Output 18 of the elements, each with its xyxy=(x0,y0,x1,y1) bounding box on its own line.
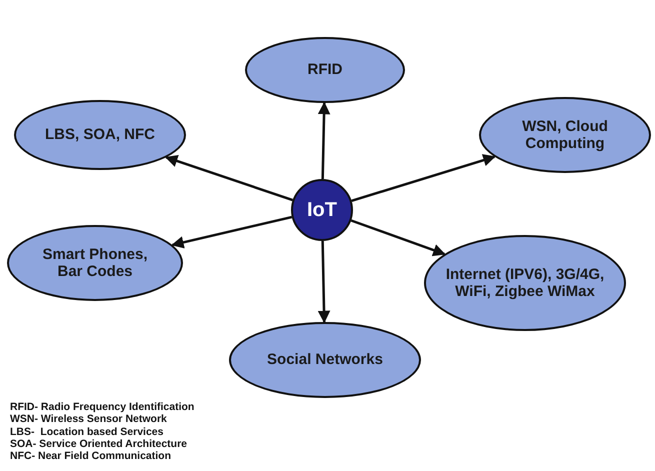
arrow xyxy=(318,240,330,324)
node-label: Smart Phones, Bar Codes xyxy=(41,246,149,280)
arrow xyxy=(351,154,496,202)
arrow xyxy=(350,219,446,256)
node-label: LBS, SOA, NFC xyxy=(44,126,155,144)
abbreviation-note: LBS- Location based Services xyxy=(10,426,164,438)
abbreviation-note: RFID- Radio Frequency Identification xyxy=(10,401,194,413)
node-label: Internet (IPV6), 3G/4G, WiFi, Zigbee WiMax xyxy=(444,266,606,300)
node-label: IoT xyxy=(307,198,337,222)
abbreviation-note: WSN- Wireless Sensor Network xyxy=(10,413,167,426)
arrow xyxy=(165,155,294,202)
arrow xyxy=(318,102,330,180)
arrow xyxy=(171,216,292,248)
node-label: Social Networks xyxy=(267,351,383,369)
node-label: WSN, Cloud Computing xyxy=(521,118,609,152)
abbreviation-note: SOA- Service Oriented Architecture xyxy=(10,438,188,450)
node-label: RFID xyxy=(308,61,342,79)
abbreviation-note: NFC- Near Field Communication xyxy=(10,450,172,462)
